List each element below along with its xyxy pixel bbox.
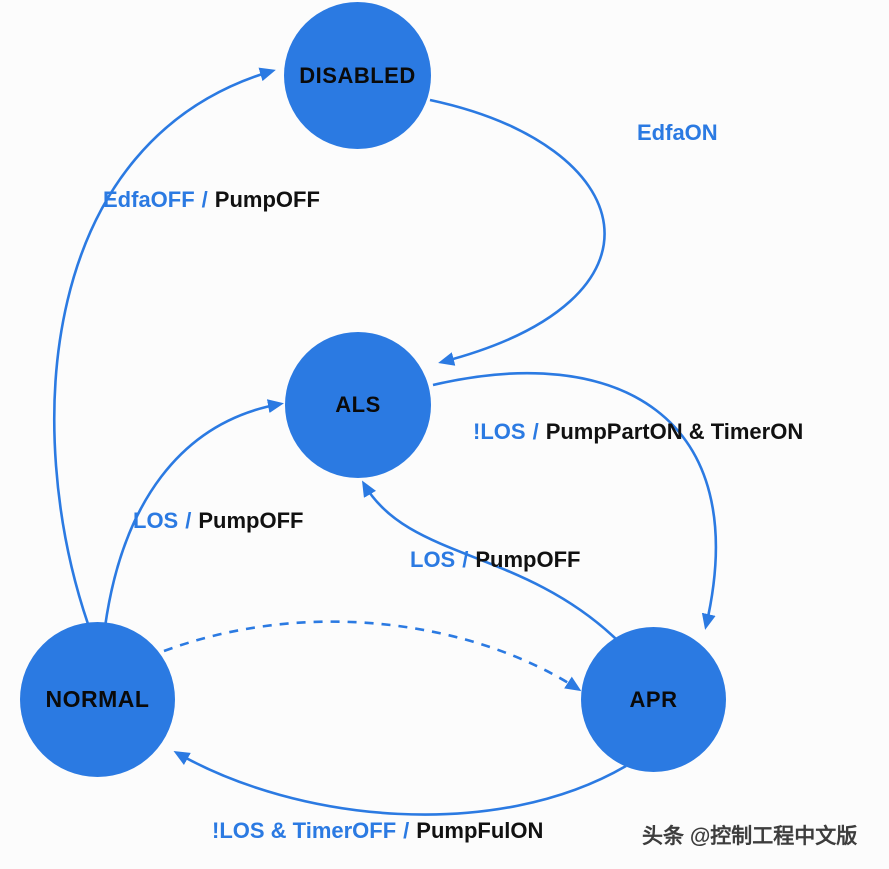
transition-label-als-to-apr: !LOS / PumpPartON & TimerON <box>473 419 803 445</box>
transition-condition: EdfaOFF <box>103 187 195 212</box>
transition-separator: / <box>462 547 469 572</box>
transition-separator: / <box>201 187 208 212</box>
transition-action: PumpFulON <box>416 818 544 843</box>
arrow-normal-to-apr-dashed <box>163 620 582 692</box>
arrow-apr-to-normal <box>173 751 627 816</box>
transition-separator: / <box>185 508 192 533</box>
transition-action: PumpOFF <box>198 508 304 533</box>
transition-label-normal-to-als: LOS / PumpOFF <box>133 508 303 534</box>
arrow-apr-to-als <box>361 480 617 640</box>
arrow-als-to-apr <box>432 371 718 630</box>
transition-label-normal-to-disabled: EdfaOFF / PumpOFF <box>103 187 320 213</box>
state-label-disabled: DISABLED <box>299 62 416 88</box>
state-label-apr: APR <box>629 686 678 712</box>
transition-condition: LOS <box>133 508 179 533</box>
transition-condition: !LOS <box>473 419 526 444</box>
transition-separator: / <box>403 818 410 843</box>
state-node-als: ALS <box>285 332 431 478</box>
watermark-text: 头条 @控制工程中文版 <box>642 825 858 848</box>
transition-action: PumpOFF <box>214 187 320 212</box>
transition-condition: LOS <box>410 547 456 572</box>
state-label-normal: NORMAL <box>45 686 150 712</box>
transition-label-apr-to-als: LOS / PumpOFF <box>410 547 580 573</box>
state-node-disabled: DISABLED <box>284 2 431 149</box>
transition-separator: / <box>532 419 539 444</box>
arrow-disabled-to-als <box>429 98 606 366</box>
transition-condition: EdfaON <box>637 120 718 145</box>
arrow-normal-to-als <box>103 399 284 628</box>
arrow-normal-to-disabled <box>52 67 276 625</box>
state-node-apr: APR <box>581 627 726 772</box>
transition-label-disabled-to-als: EdfaON <box>637 120 732 146</box>
transition-action: PumpPartON & TimerON <box>545 419 804 444</box>
transition-action: PumpOFF <box>475 547 581 572</box>
transition-label-apr-to-normal: !LOS & TimerOFF / PumpFulON <box>212 818 543 844</box>
state-node-normal: NORMAL <box>20 622 175 777</box>
transition-condition: !LOS & TimerOFF <box>212 818 397 843</box>
state-label-als: ALS <box>335 392 381 417</box>
